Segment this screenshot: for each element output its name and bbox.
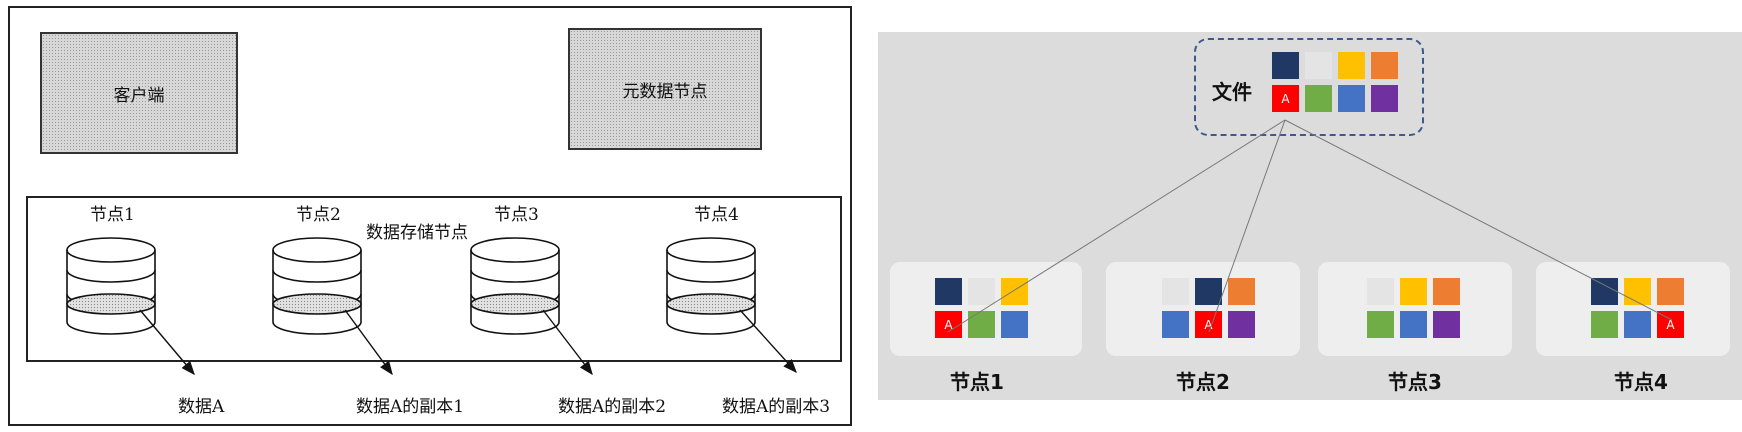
node-4-block-green xyxy=(1591,311,1618,338)
left-node-4-label: 节点4 xyxy=(694,205,739,225)
data-storage-nodes-box xyxy=(26,196,842,362)
disk-cylinder-3 xyxy=(470,237,560,335)
metadata-node-box: 元数据节点 xyxy=(568,28,762,150)
node-3-block-light xyxy=(1367,278,1394,305)
node-4-block-yellow xyxy=(1624,278,1651,305)
file-block-light xyxy=(1305,52,1332,79)
node-4-block-red: A xyxy=(1657,311,1684,338)
file-block-purple xyxy=(1371,85,1398,112)
arrow-1 xyxy=(139,309,195,376)
arrow-2 xyxy=(344,309,393,376)
node-4-block-grid: A xyxy=(1591,278,1691,348)
data-label-2: 数据A的副本1 xyxy=(356,397,465,417)
disk-cylinder-2 xyxy=(272,237,362,335)
node-1-block-red: A xyxy=(935,311,962,338)
node-2-block-red: A xyxy=(1195,311,1222,338)
node-4-block-orange xyxy=(1657,278,1684,305)
file-block-red: A xyxy=(1272,85,1299,112)
right-node-3-label: 节点3 xyxy=(1388,370,1442,394)
node-4-block-blue xyxy=(1624,311,1651,338)
node-1-block-blue xyxy=(1001,311,1028,338)
node-3-block-green xyxy=(1367,311,1394,338)
node-3-block-blue xyxy=(1400,311,1427,338)
client-box: 客户端 xyxy=(40,32,238,154)
data-storage-label: 数据存储节点 xyxy=(366,223,468,243)
hdfs-architecture-diagram xyxy=(8,6,852,426)
file-label: 文件 xyxy=(1212,80,1252,104)
client-label: 客户端 xyxy=(113,85,165,106)
right-node-2-label: 节点2 xyxy=(1176,370,1230,394)
node-1-block-navy xyxy=(935,278,962,305)
node-2-block-light xyxy=(1162,278,1189,305)
disk-cylinder-4 xyxy=(666,237,756,335)
file-block-blue xyxy=(1338,85,1365,112)
node-2-block-grid: A xyxy=(1162,278,1262,348)
node-3-block-yellow xyxy=(1400,278,1427,305)
data-label-3: 数据A的副本2 xyxy=(558,397,667,417)
node-3-block-purple xyxy=(1433,311,1460,338)
right-node-4-label: 节点4 xyxy=(1614,370,1668,394)
left-node-3-label: 节点3 xyxy=(494,205,539,225)
arrow-3 xyxy=(542,309,593,376)
metadata-node-label: 元数据节点 xyxy=(622,81,708,102)
node-1-block-light xyxy=(968,278,995,305)
node-1-block-green xyxy=(968,311,995,338)
node-2-block-purple xyxy=(1228,311,1255,338)
left-node-2-label: 节点2 xyxy=(296,205,341,225)
node-3-block-orange xyxy=(1433,278,1460,305)
data-label-1: 数据A xyxy=(178,397,225,417)
file-block-yellow xyxy=(1338,52,1365,79)
file-block-grid: A xyxy=(1272,52,1412,122)
file-block-green xyxy=(1305,85,1332,112)
file-block-orange xyxy=(1371,52,1398,79)
arrow-4 xyxy=(739,309,797,374)
node-3-block-grid xyxy=(1367,278,1467,348)
node-1-block-grid: A xyxy=(935,278,1035,348)
node-2-block-blue xyxy=(1162,311,1189,338)
node-1-block-yellow xyxy=(1001,278,1028,305)
left-node-1-label: 节点1 xyxy=(90,205,135,225)
node-4-block-navy xyxy=(1591,278,1618,305)
node-2-block-navy xyxy=(1195,278,1222,305)
data-label-4: 数据A的副本3 xyxy=(722,397,831,417)
node-2-block-orange xyxy=(1228,278,1255,305)
left-diagram-drawing xyxy=(66,237,797,376)
file-block-navy xyxy=(1272,52,1299,79)
disk-cylinder-1 xyxy=(66,237,156,335)
right-node-1-label: 节点1 xyxy=(950,370,1004,394)
